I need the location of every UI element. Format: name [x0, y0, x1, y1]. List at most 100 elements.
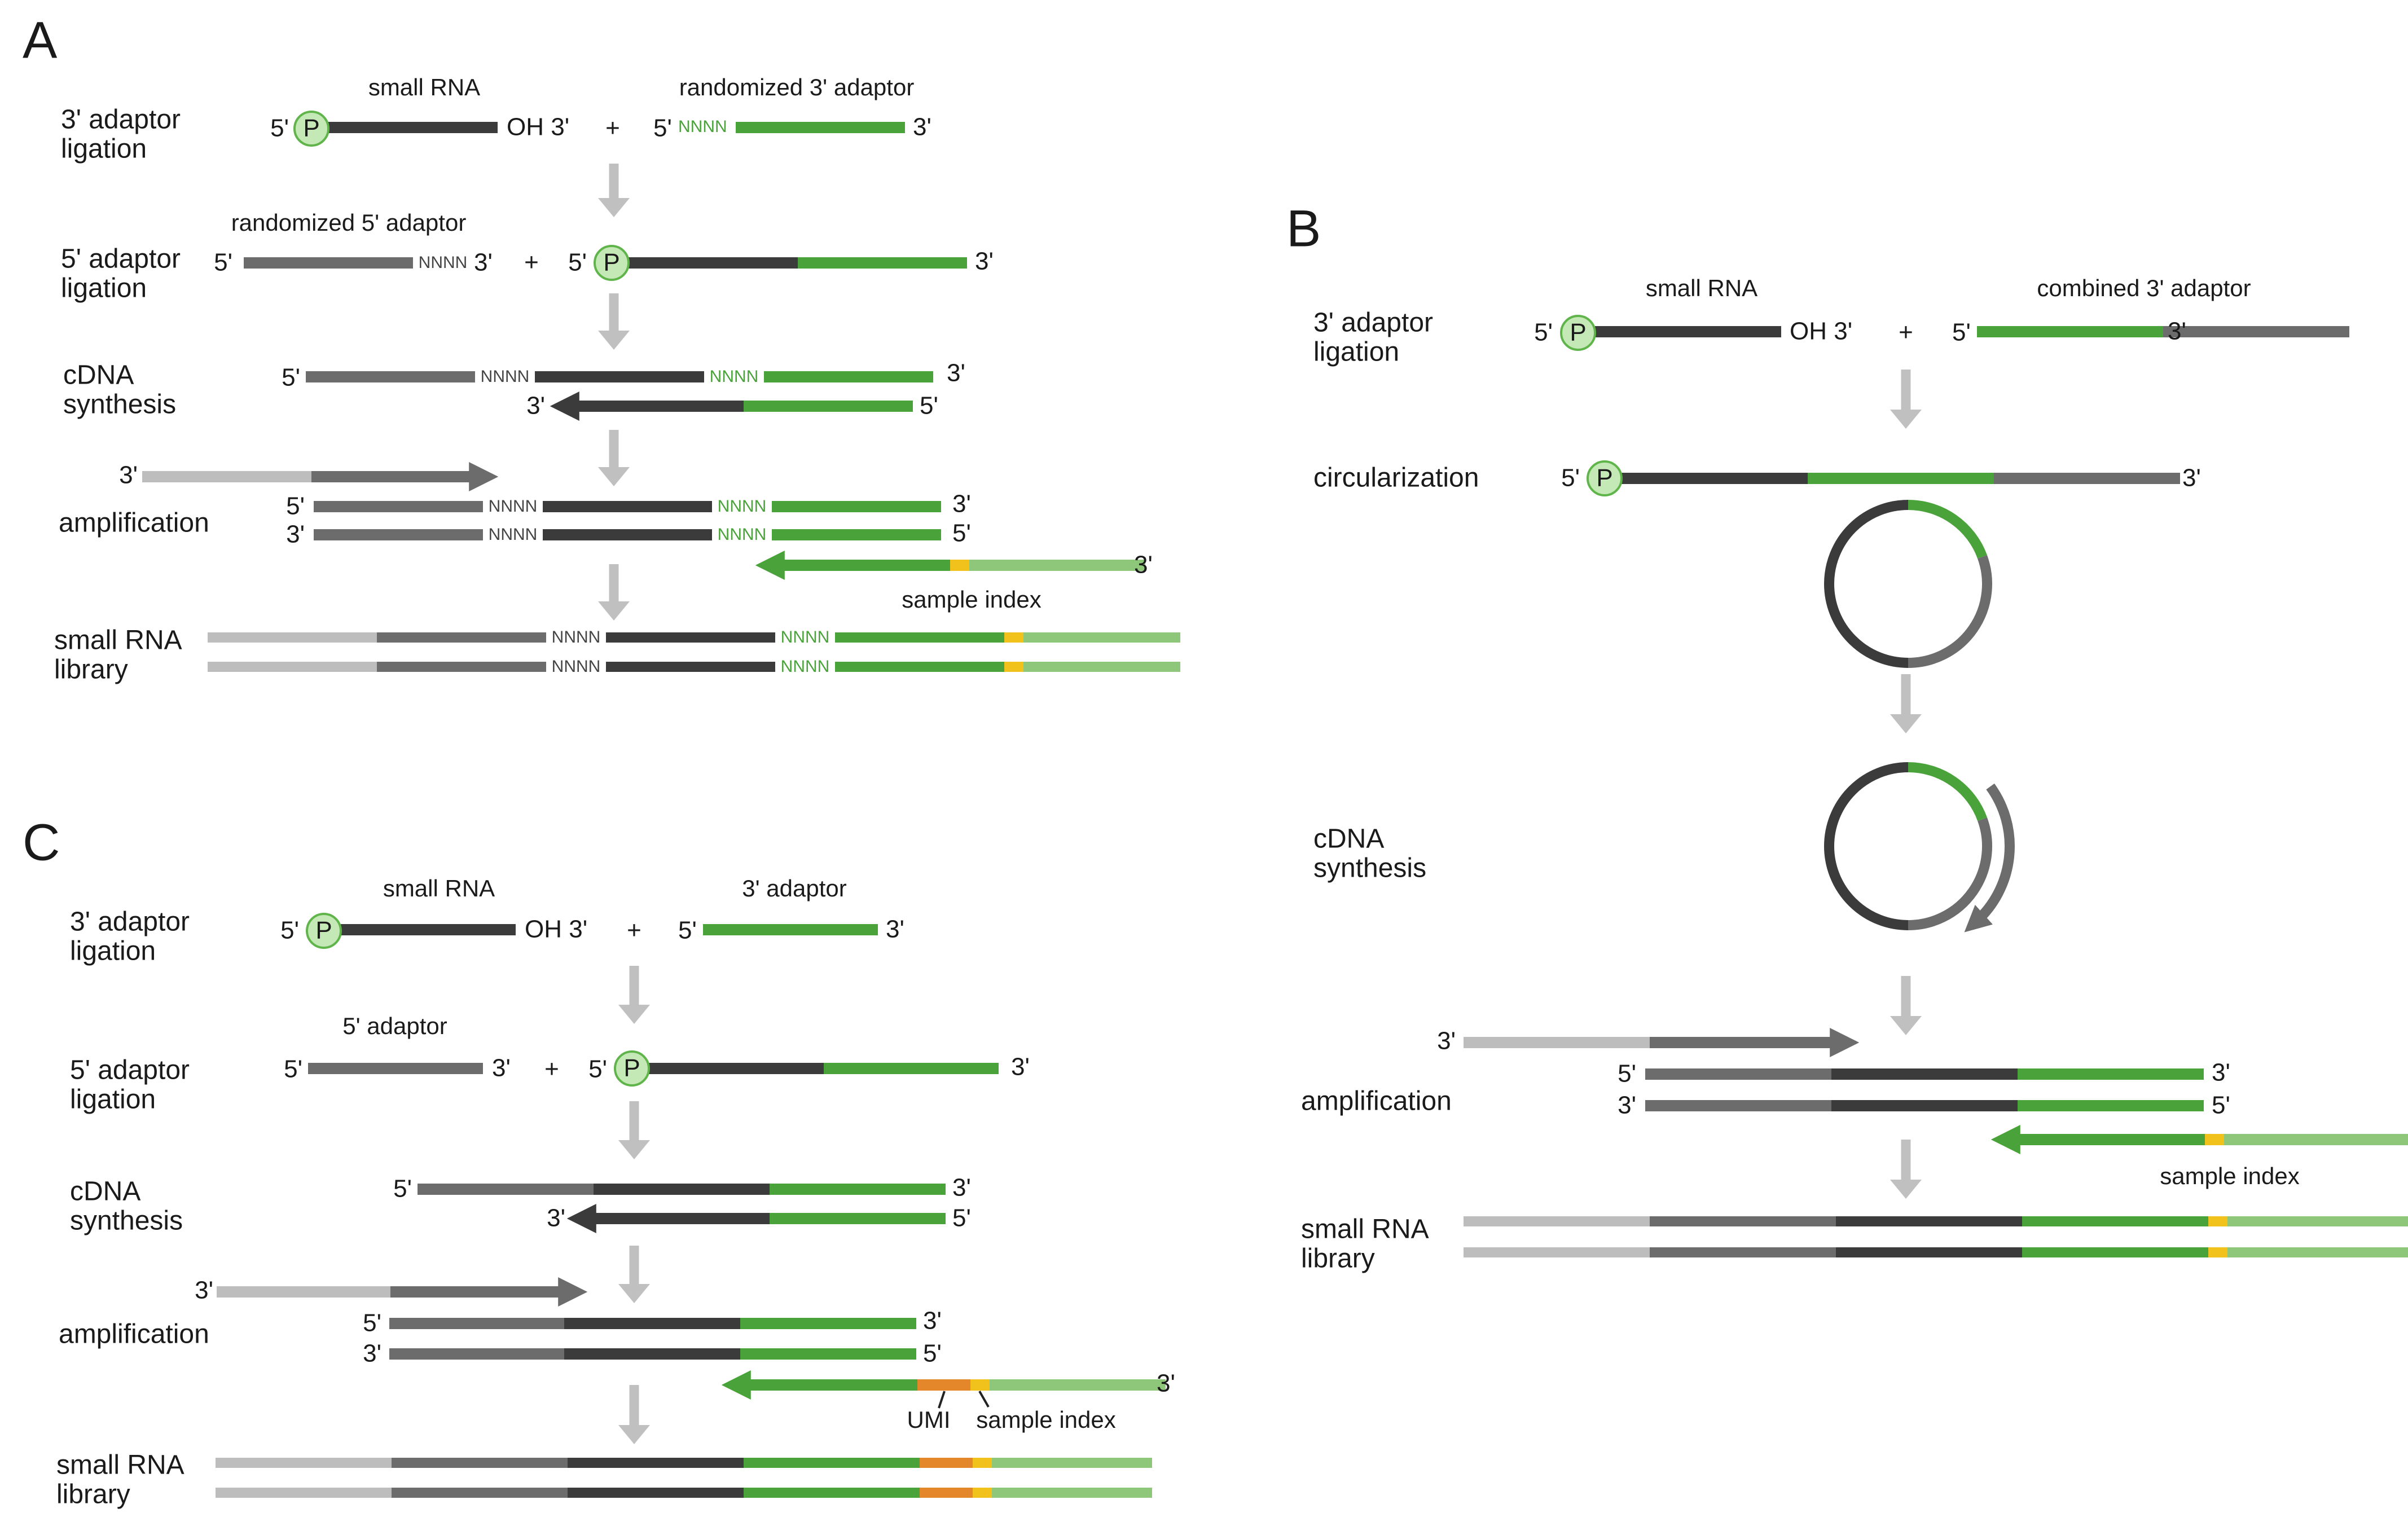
panel-letter-a: A [23, 11, 58, 69]
three-prime-label: 3' [363, 1340, 381, 1367]
nnnn-label: NNNN [718, 497, 767, 516]
three-prime-label: 3' [119, 461, 138, 489]
adaptor-label: 5' adaptor [342, 1013, 447, 1039]
strands [142, 122, 2408, 1498]
five-prime-label: 5' [214, 249, 232, 276]
phosphate-circle [1560, 315, 1596, 351]
three-prime-label: 3' [1437, 1027, 1456, 1055]
five-prime-label: 5' [952, 520, 971, 547]
three-prime-label: 3' [492, 1054, 511, 1082]
umi-label: UMI [907, 1406, 951, 1433]
step-arrow-head [598, 467, 630, 486]
step-label: ligation [70, 1085, 156, 1115]
five-prime-label: 5' [1618, 1060, 1636, 1088]
circle-rna [1824, 583, 1909, 668]
five-prime-label: 5' [1534, 319, 1553, 346]
three-prime-label: 3' [886, 916, 904, 943]
step-label: library [54, 655, 128, 685]
five-prime-label: 5' [678, 917, 697, 944]
step-label: 3' adaptor [61, 105, 181, 135]
oh-three-label: OH 3' [525, 916, 587, 943]
nnnn-label: NNNN [489, 525, 538, 544]
nnnn-label: NNNN [552, 628, 601, 647]
three-prime-label: 3' [2182, 464, 2201, 492]
five-prime-label: 5' [923, 1340, 942, 1367]
three-prime-label: 3' [547, 1204, 565, 1232]
small-rna-label: small RNA [383, 875, 495, 901]
nnnn-label: NNNN [781, 657, 830, 676]
sample-index-label: sample index [902, 586, 1041, 613]
phosphate-circle [614, 1050, 650, 1087]
step-arrow-head [618, 1140, 650, 1159]
five-prime-label: 5' [588, 1056, 607, 1083]
phosphate-label: P [315, 917, 332, 944]
step-label: 3' adaptor [70, 907, 190, 937]
step-arrow-head [1890, 714, 1922, 733]
step-label: small RNA [1301, 1215, 1429, 1244]
phosphate-label: P [1570, 319, 1586, 346]
adaptor-label: randomized 3' adaptor [679, 74, 915, 100]
step-label: ligation [1313, 337, 1399, 367]
sample-index-pointer [978, 1391, 990, 1408]
plus-label: + [1899, 319, 1913, 346]
plus-label: + [605, 115, 620, 142]
five-prime-label: 5' [280, 917, 299, 944]
step-label: library [56, 1480, 130, 1510]
circle-rna [1824, 762, 1909, 847]
three-prime-label: 3' [923, 1307, 942, 1335]
nnnn-label: NNNN [489, 497, 538, 516]
phosphate-label: P [623, 1054, 640, 1082]
step-arrow-head [618, 1005, 650, 1024]
adaptor-label: combined 3' adaptor [2037, 275, 2251, 301]
step-label: amplification [59, 1320, 209, 1349]
circle-adaptor-5 [1908, 555, 1992, 668]
plus-label: + [524, 249, 539, 276]
phosphate-circle [306, 913, 342, 949]
panel-letter-c: C [23, 813, 60, 871]
three-prime-label: 3' [952, 490, 971, 518]
step-label: ligation [61, 274, 147, 304]
three-prime-label: 3' [2212, 1059, 2230, 1087]
nnnn-label: NNNN [781, 628, 830, 647]
five-prime-label: 5' [363, 1309, 381, 1337]
five-prime-label: 5' [282, 364, 300, 392]
five-prime-label: 5' [920, 392, 938, 420]
five-prime-label: 5' [286, 492, 305, 520]
plus-label: + [544, 1056, 559, 1083]
plus-label: + [627, 917, 641, 944]
three-prime-label: 3' [1134, 551, 1153, 579]
five-prime-label: 5' [2212, 1092, 2230, 1119]
five-prime-label: 5' [284, 1056, 302, 1083]
step-label: library [1301, 1244, 1375, 1274]
three-prime-label: 3' [2168, 318, 2186, 345]
step-label: synthesis [70, 1206, 183, 1236]
five-prime-label: 5' [952, 1204, 971, 1232]
three-prime-label: 3' [526, 392, 545, 420]
step-label: amplification [1301, 1087, 1452, 1116]
step-arrow-head [598, 601, 630, 621]
three-prime-label: 3' [195, 1277, 213, 1304]
three-prime-label: 3' [947, 359, 965, 387]
step-arrow-head [618, 1425, 650, 1444]
step-label: synthesis [63, 390, 176, 420]
five-prime-label: 5' [653, 115, 672, 142]
step-label: amplification [59, 508, 209, 538]
adaptor-label: 3' adaptor [742, 875, 847, 901]
oh-three-label: OH 3' [507, 113, 569, 141]
step-label: small RNA [56, 1450, 184, 1480]
oh-three-label: OH 3' [1790, 318, 1852, 345]
step-arrow-head [1890, 410, 1922, 429]
step-arrow-head [598, 198, 630, 217]
nnnn-label: NNNN [710, 367, 759, 386]
phosphate-label: P [303, 115, 319, 142]
nnnn-label: NNNN [678, 117, 727, 136]
three-prime-label: 3' [1618, 1092, 1636, 1119]
step-label: synthesis [1313, 854, 1426, 883]
step-arrows [598, 164, 1922, 1444]
step-label: 5' adaptor [70, 1056, 190, 1085]
small-rna-label: small RNA [1646, 275, 1757, 301]
three-prime-label: 3' [474, 249, 493, 276]
phosphate-circle [594, 245, 630, 281]
